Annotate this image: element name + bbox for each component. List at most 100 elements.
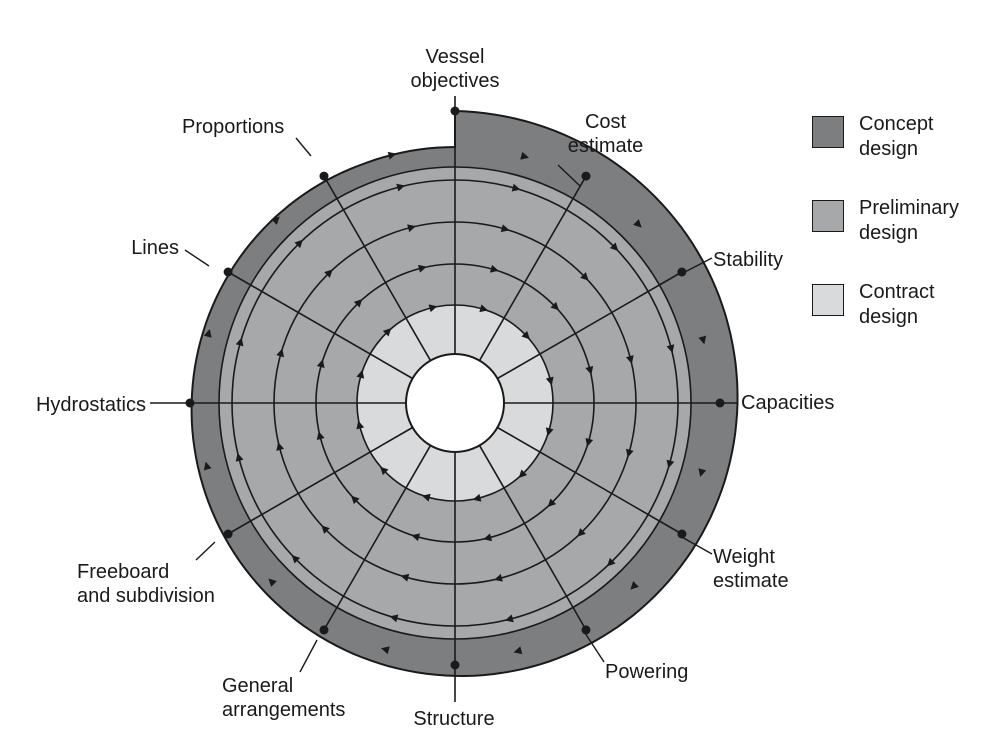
direction-arrow-4 [630,581,639,590]
direction-arrow-52 [518,469,528,478]
direction-arrow-23 [396,183,406,192]
direction-arrow-44 [316,431,325,441]
direction-arrow-51 [545,427,554,437]
direction-arrow-17 [504,614,514,623]
legend-label-concept: Concept design [859,113,934,160]
label-capacities: Capacities [741,392,835,414]
direction-arrow-50 [545,376,554,386]
direction-arrow-21 [235,337,244,347]
legend-item-contract: Contract design [812,280,992,336]
direction-arrow-24 [500,224,510,233]
spoke-7 [323,445,432,631]
direction-arrow-47 [417,264,427,273]
direction-arrow-37 [550,301,559,311]
direction-arrow-35 [407,224,416,233]
direction-arrow-13 [609,242,619,251]
direction-arrow-25 [580,272,589,281]
direction-arrow-59 [428,304,438,313]
label-cost-estimate: Cost estimate [567,111,644,157]
spoke-10 [227,271,413,380]
legend-item-preliminary: Preliminary design [812,196,992,252]
direction-arrow-19 [291,555,301,564]
label-leader-5 [195,541,216,561]
spoke-5 [478,445,587,631]
direction-arrow-53 [472,493,482,502]
direction-arrow-28 [577,528,586,537]
direction-arrow-8 [203,461,212,471]
direction-arrow-0 [520,151,530,160]
direction-arrow-16 [607,557,616,567]
direction-arrow-38 [585,365,594,375]
direction-arrow-7 [268,578,277,587]
label-leader-0 [557,164,581,187]
direction-arrow-58 [382,328,392,337]
direction-arrow-45 [316,359,325,369]
direction-arrow-2 [698,335,707,345]
direction-arrow-29 [494,573,503,582]
direction-arrow-33 [276,348,285,358]
direction-arrow-31 [321,525,330,534]
spoke-dot-7 [319,625,329,635]
direction-arrow-14 [666,344,675,354]
direction-arrow-11 [387,151,397,160]
direction-arrow-3 [698,468,707,478]
label-leader-2 [679,535,713,555]
spoke-dot-10 [223,267,233,277]
direction-arrow-56 [356,420,365,430]
direction-arrow-18 [389,614,399,623]
spoke-1 [478,175,587,361]
label-stability: Stability [713,249,784,271]
direction-arrow-43 [351,495,360,505]
label-general-arrangements: General arrangements [222,675,346,721]
direction-arrow-22 [294,239,303,249]
direction-arrow-30 [400,573,410,582]
label-proportions: Proportions [182,116,285,138]
direction-arrow-49 [521,330,530,340]
legend-swatch-concept [812,116,844,148]
direction-arrow-57 [356,369,365,379]
label-leader-7 [295,137,312,157]
label-leader-6 [184,249,210,267]
direction-arrow-6 [380,646,390,655]
direction-arrow-15 [666,459,675,469]
label-lines: Lines [131,237,179,259]
direction-arrow-54 [421,493,431,502]
label-structure: Structure [413,708,495,730]
spoke-8 [227,426,413,535]
spoke-dot-11 [319,171,329,181]
direction-arrow-48 [479,304,489,313]
direction-arrow-20 [235,452,244,462]
direction-arrow-40 [547,498,557,507]
legend-item-concept: Concept design [812,112,992,168]
spoke-dot-5 [581,625,591,635]
legend-label-contract: Contract design [859,281,935,328]
center-hole [405,353,505,453]
label-weight-estimate: Weight estimate [713,546,789,592]
spoke-4 [497,426,683,535]
direction-arrow-46 [353,299,363,308]
direction-arrow-32 [276,442,285,451]
direction-arrow-36 [489,264,499,273]
direction-arrow-5 [513,646,523,655]
direction-arrow-42 [411,533,421,542]
spoke-dot-4 [677,529,687,539]
direction-arrow-10 [271,216,280,225]
direction-arrow-34 [324,269,333,278]
legend-swatch-contract [812,284,844,316]
label-leader-4 [299,639,318,673]
direction-arrow-1 [633,219,642,228]
direction-arrow-27 [625,448,634,458]
spoke-dot-1 [581,171,591,181]
spoke-dot-8 [223,529,233,539]
label-powering: Powering [605,661,689,683]
direction-arrow-9 [203,328,212,338]
spoke-2 [497,271,683,380]
label-leader-1 [678,257,713,276]
legend-label-preliminary: Preliminary design [859,197,960,244]
label-freeboard-and-subdivision: Freeboard and subdivision [77,561,215,607]
direction-arrow-55 [380,466,389,476]
direction-arrow-12 [511,183,521,192]
spoke-dot-6 [450,660,460,670]
